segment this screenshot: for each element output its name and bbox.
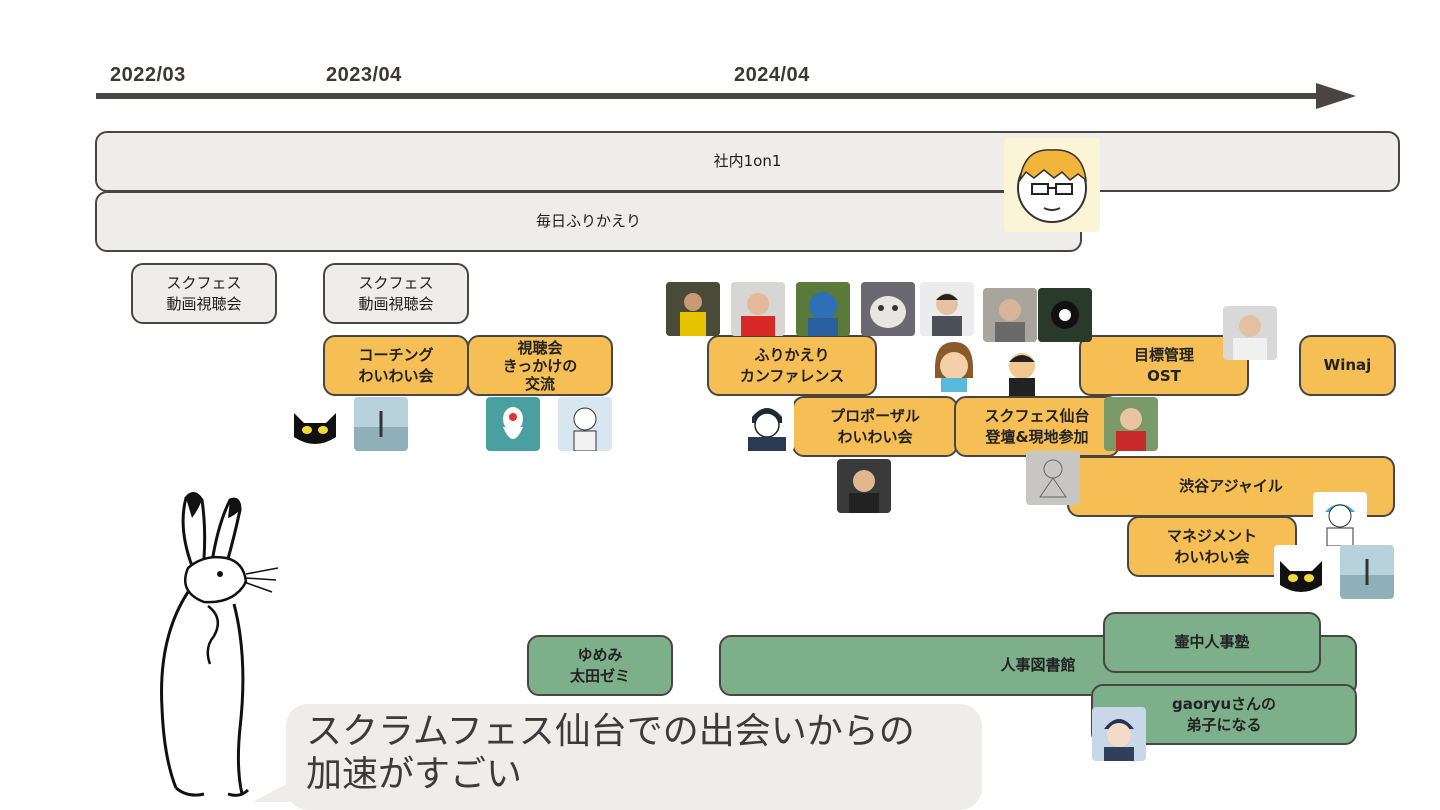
avatar-icon <box>486 397 540 451</box>
avatar-icon <box>354 397 408 451</box>
avatar-icon <box>1313 492 1367 546</box>
avatar-icon <box>1104 397 1158 451</box>
avatar-icon <box>1223 306 1277 360</box>
cat-icon <box>288 397 342 451</box>
speech-bubble-tail <box>252 762 294 802</box>
cat-icon <box>1274 545 1328 599</box>
avatar-icon <box>861 282 915 336</box>
bar-daily-retro: 毎日ふりかえり <box>95 191 1082 252</box>
speech-bubble: スクラムフェス仙台での出会いからの 加速がすごい <box>286 704 982 810</box>
event-coaching: コーチング わいわい会 <box>323 335 469 396</box>
event-scfest-viewing-1: スクフェス 動画視聴会 <box>131 263 277 324</box>
avatar-icon <box>1004 138 1100 232</box>
event-proposal: プロポーザル わいわい会 <box>792 396 958 457</box>
event-management: マネジメント わいわい会 <box>1127 516 1297 577</box>
event-scfest-sendai: スクフェス仙台 登壇&現地参加 <box>954 396 1120 457</box>
bar-onon: 社内1on1 <box>95 131 1400 192</box>
avatar-icon <box>983 288 1037 342</box>
date-label-2022-03: 2022/03 <box>110 64 186 86</box>
event-viewing-exchange: 視聴会 きっかけの 交流 <box>467 335 613 396</box>
avatar-icon <box>1026 451 1080 505</box>
avatar-icon <box>666 282 720 336</box>
avatar-icon <box>740 397 794 451</box>
avatar-icon <box>920 282 974 336</box>
event-yumemi-seminar: ゆめみ 太田ゼミ <box>527 635 673 696</box>
date-label-2024-04: 2024/04 <box>734 64 810 86</box>
avatar-icon <box>796 282 850 336</box>
avatar-icon <box>837 459 891 513</box>
avatar-icon <box>1092 707 1146 761</box>
timeline-arrow <box>96 83 1356 109</box>
event-goal-ost: 目標管理 OST <box>1079 335 1249 396</box>
event-kochu-hr: 壷中人事塾 <box>1103 612 1321 673</box>
avatar-icon <box>1340 545 1394 599</box>
event-winaj: Winaj <box>1299 335 1396 396</box>
date-label-2023-04: 2023/04 <box>326 64 402 86</box>
event-furikaeri-conference: ふりかえり カンファレンス <box>707 335 877 396</box>
avatar-icon <box>995 342 1049 396</box>
event-scfest-viewing-2: スクフェス 動画視聴会 <box>323 263 469 324</box>
avatar-icon <box>927 338 981 392</box>
avatar-icon <box>1038 288 1092 342</box>
avatar-icon <box>731 282 785 336</box>
rabbit-illustration <box>160 492 279 797</box>
avatar-icon <box>558 397 612 451</box>
